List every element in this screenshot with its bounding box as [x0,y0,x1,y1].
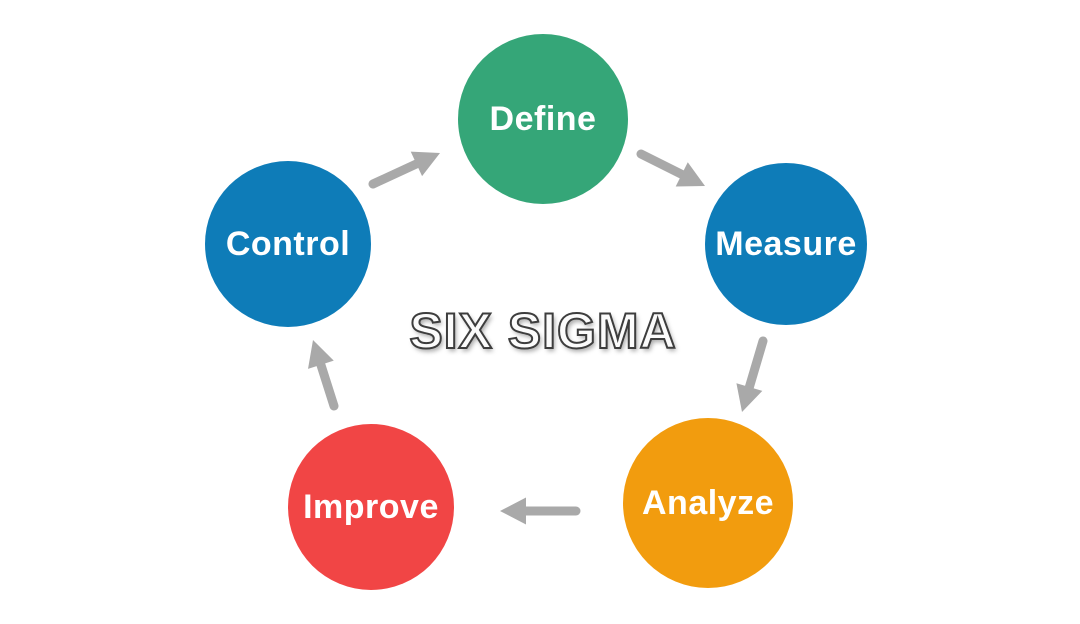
arrow-shaft [316,360,339,411]
arrow-improve-to-control [308,340,339,411]
arrow-shaft [744,336,768,392]
node-define-label: Define [489,99,597,138]
arrow-head [736,383,763,412]
arrow-head [308,340,334,369]
arrow-shaft [368,159,421,189]
node-define: Define [458,34,628,204]
arrow-control-to-define [368,151,440,189]
arrow-analyze-to-improve [500,497,581,525]
arrow-shaft [636,149,687,179]
node-control-label: Control [225,224,351,263]
arrow-define-to-measure [636,149,705,187]
node-analyze-label: Analyze [642,483,774,522]
node-improve: Improve [288,424,454,590]
node-analyze: Analyze [623,418,793,588]
arrow-head [675,162,705,187]
node-control: Control [205,161,371,327]
arrow-measure-to-analyze [736,336,768,412]
node-measure-label: Measure [715,224,857,263]
node-measure: Measure [705,163,867,325]
arrow-head [500,497,526,525]
arrow-head [410,151,440,177]
diagram-title: SIX SIGMA [408,302,677,360]
node-improve-label: Improve [303,487,439,526]
